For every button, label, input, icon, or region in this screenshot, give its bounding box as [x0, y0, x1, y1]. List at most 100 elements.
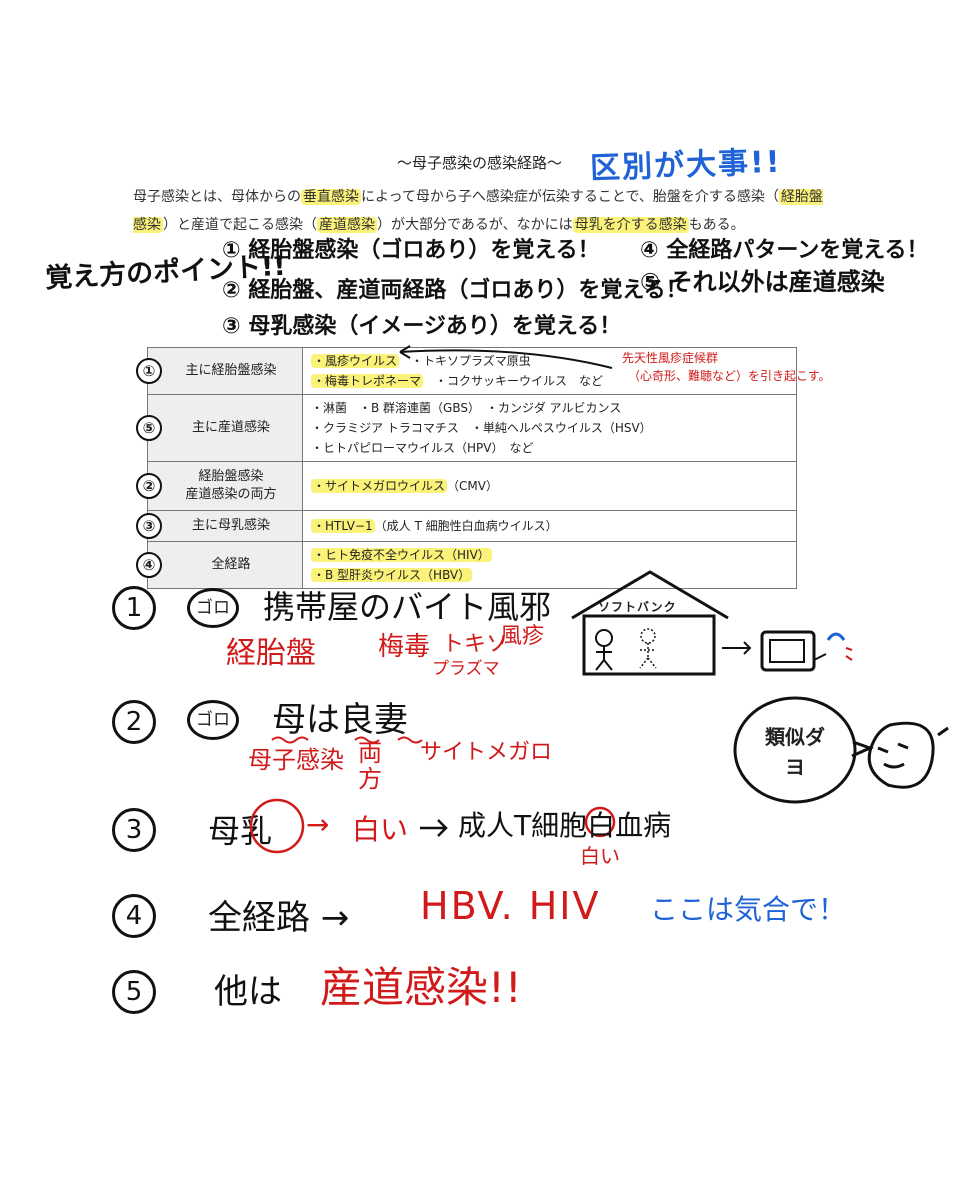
item-text: （成人 T 細胞性白血病ウイルス）: [374, 519, 558, 533]
table-row: ④ 全経路 ・ヒト免疫不全ウイルス（HIV） ・B 型肝炎ウイルス（HBV）: [136, 541, 797, 589]
mnemonic-note: ここは気合で！: [650, 893, 847, 926]
item-line: ・クラミジア トラコマチス ・単純ヘルペスウイルス（HSV）: [311, 418, 788, 438]
item-text: ・淋菌 ・B 群溶連菌（GBS） ・カンジダ アルビカンス: [311, 401, 622, 415]
page-title: 〜母子感染の感染経路〜: [0, 152, 959, 173]
point-2: ② 経胎盤、産道両経路（ゴロあり）を覚える！: [222, 272, 688, 304]
mnemonic-phrase: 携帯屋のバイト風邪: [263, 588, 552, 626]
point-3: ③ 母乳感染（イメージあり）を覚える！: [222, 308, 621, 340]
mnemonic-red-2: 梅毒: [378, 632, 431, 662]
table-row: ③ 主に母乳感染 ・HTLV−1（成人 T 細胞性白血病ウイルス）: [136, 510, 797, 542]
mnemonic-target: 産道感染!!: [320, 963, 522, 1012]
point-number: ④: [640, 238, 659, 263]
intro-text: によって母から子へ感染症が伝染することで、胎盤を介する感染（: [361, 189, 779, 205]
item-text: ・コクサッキーウイルス など: [423, 374, 604, 388]
highlighted-item: ・B 型肝炎ウイルス（HBV）: [311, 568, 473, 582]
item-text: （CMV）: [447, 479, 498, 493]
mnemonic-white-2: 白い: [580, 844, 620, 868]
category-cell: ① 主に経胎盤感染: [136, 347, 303, 395]
point-number: ②: [222, 278, 241, 303]
item-line: ・淋菌 ・B 群溶連菌（GBS） ・カンジダ アルビカンス: [311, 398, 788, 418]
category-cell: ④ 全経路: [136, 541, 303, 589]
item-line: ・B 型肝炎ウイルス（HBV）: [311, 565, 788, 585]
goro-badge: ゴロ: [187, 700, 239, 740]
mnemonic-white-1: 白い: [352, 813, 409, 846]
mnemonic-red-1: 母子感染: [248, 746, 344, 774]
mnemonic-phrase-a: 母乳: [208, 812, 273, 850]
mnemonic-red-4: 風疹: [500, 624, 545, 649]
point-5: ⑤ それ以外は産道感染: [640, 262, 885, 297]
category-number: ②: [136, 473, 162, 499]
point-text: 母乳感染（イメージあり）を覚える！: [248, 314, 622, 339]
highlighted-item: ・梅毒トレポネーマ: [311, 374, 424, 388]
point-number: ⑤: [640, 268, 661, 296]
category-number: ⑤: [136, 415, 162, 441]
goro-badge: ゴロ: [187, 588, 239, 628]
category-number: ①: [136, 358, 162, 384]
mnemonic-number: 4: [112, 894, 156, 938]
highlighted-item: ・ヒト免疫不全ウイルス（HIV）: [311, 548, 492, 562]
item-line: ・梅毒トレポネーマ ・コクサッキーウイルス など: [311, 371, 788, 391]
highlighted-item: ・HTLV−1: [311, 519, 375, 533]
mnemonic-red-3b: プラズマ: [432, 659, 500, 679]
category-label: 全経路: [211, 557, 251, 572]
items-cell: ・ヒト免疫不全ウイルス（HIV） ・B 型肝炎ウイルス（HBV）: [302, 541, 797, 589]
category-number: ③: [136, 513, 162, 539]
item-line: ・風疹ウイルス ・トキソプラズマ原虫: [311, 351, 788, 371]
intro-highlight: 母乳を介する感染: [572, 217, 689, 233]
item-line: ・ヒト免疫不全ウイルス（HIV）: [311, 545, 788, 565]
intro-highlight: 垂直感染: [301, 189, 361, 205]
item-text: ・クラミジア トラコマチス ・単純ヘルペスウイルス（HSV）: [311, 421, 652, 435]
mnemonic-red-2: 両方: [358, 739, 382, 793]
category-label: 主に経胎盤感染: [185, 363, 277, 378]
mnemonic-arrow: →: [306, 808, 330, 841]
items-cell: ・風疹ウイルス ・トキソプラズマ原虫・梅毒トレポネーマ ・コクサッキーウイルス …: [302, 347, 797, 395]
item-text: ・ヒトパピローマウイルス（HPV） など: [311, 441, 534, 455]
house-label: ソフトバンク: [598, 600, 677, 614]
table-note-2: （心奇形、難聴など）を引き起こす。: [628, 369, 831, 383]
mnemonic-red-3: トキソ: [442, 632, 509, 657]
mnemonic-phrase-b: 成人T細胞白血病: [458, 809, 672, 842]
point-1: ① 経胎盤感染（ゴロあり）を覚える！: [222, 232, 600, 264]
point-number: ①: [222, 238, 241, 263]
highlighted-item: ・風疹ウイルス: [311, 354, 400, 368]
category-label: 経胎盤感染: [198, 469, 264, 484]
intro-text: ）が大部分であるが、なかには: [377, 217, 573, 233]
category-label: 主に母乳感染: [191, 518, 270, 533]
mnemonic-phrase: 他は: [214, 972, 282, 1012]
mnemonic-number: 2: [112, 700, 156, 744]
category-cell: ③ 主に母乳感染: [136, 510, 303, 542]
intro-paragraph: 母子感染とは、母体からの垂直感染によって母から子へ感染症が伝染することで、胎盤を…: [133, 183, 833, 239]
mnemonic-red-3: サイトメガロ: [420, 740, 553, 765]
highlighted-item: ・サイトメガロウイルス: [311, 479, 448, 493]
title-text: 〜母子感染の感染経路〜: [396, 154, 562, 172]
point-4: ④ 全経路パターンを覚える！: [640, 232, 929, 264]
intro-text: もある。: [688, 217, 745, 233]
item-line: ・HTLV−1（成人 T 細胞性白血病ウイルス）: [311, 516, 788, 536]
mnemonic-phrase: 全経路 →: [208, 898, 350, 938]
point-text: 全経路パターンを覚える！: [666, 238, 929, 263]
point-text: 経胎盤感染（ゴロあり）を覚える！: [248, 238, 600, 263]
intro-highlight: 産道感染: [317, 217, 377, 233]
table-note-1: 先天性風疹症候群: [622, 351, 719, 365]
mnemonic-number: 3: [112, 808, 156, 852]
point-number: ③: [222, 314, 241, 339]
mnemonic-viruses: HBV. HIV: [420, 884, 601, 928]
mnemonic-red-1: 経胎盤: [226, 636, 316, 671]
intro-text: 母子感染とは、母体からの: [133, 189, 301, 205]
speech-text: 類似ダヨ: [765, 725, 825, 779]
mnemonic-number: 1: [112, 586, 156, 630]
item-line: ・サイトメガロウイルス（CMV）: [311, 476, 788, 496]
mnemonic-phrase: 母は良妻: [272, 700, 408, 740]
category-number: ④: [136, 552, 162, 578]
item-text: ・トキソプラズマ原虫: [399, 354, 531, 368]
